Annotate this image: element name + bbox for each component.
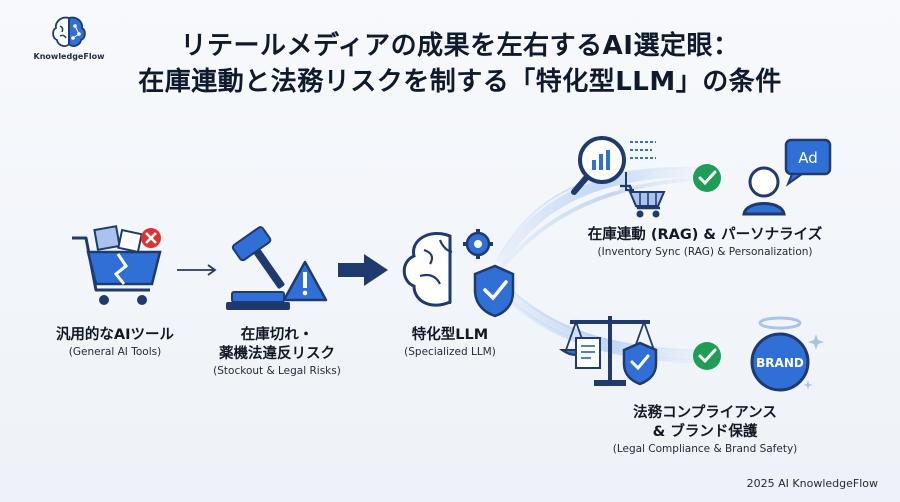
logo: KnowledgeFlow (14, 14, 124, 61)
brain-logo-icon (52, 16, 86, 47)
legal-label-2: & ブランド保護 (652, 424, 758, 440)
specialized-llm-sublabel: (Specialized LLM) (404, 346, 496, 358)
risk-label-2: 薬機法違反リスク (219, 346, 335, 362)
bold-arrow-icon (338, 254, 388, 286)
node-general-ai: 汎用的なAIツール (General AI Tools) (35, 326, 195, 359)
footer-copyright: 2025 AI KnowledgeFlow (746, 477, 878, 490)
node-legal-compliance: 法務コンプライアンス & ブランド保護 (Legal Compliance & … (570, 404, 840, 456)
brand-badge-text: BRAND (756, 356, 804, 370)
page-title: リテールメディアの成果を左右するAI選定眼： 在庫連動と法務リスクを制する「特化… (120, 28, 800, 100)
inventory-sublabel: (Inventory Sync (RAG) & Personalization) (597, 246, 813, 258)
broken-cart-icon (72, 225, 162, 305)
flow-streams (495, 166, 726, 364)
node-inventory-sync: 在庫連動 (RAG) & パーソナライズ (Inventory Sync (RA… (560, 226, 850, 259)
general-ai-sublabel: (General AI Tools) (68, 346, 162, 358)
legal-sublabel: (Legal Compliance & Brand Safety) (612, 443, 798, 455)
general-ai-label: 汎用的なAIツール (55, 327, 175, 343)
risk-sublabel: (Stockout & Legal Risks) (213, 365, 341, 377)
brand-halo-icon: BRAND (750, 316, 824, 392)
node-specialized-llm: 特化型LLM (Specialized LLM) (380, 326, 520, 359)
logo-text: KnowledgeFlow (33, 52, 105, 61)
person-ad-icon: Ad (742, 138, 832, 216)
node-risk: 在庫切れ・ 薬機法違反リスク (Stockout & Legal Risks) (192, 326, 362, 378)
error-x-icon (141, 228, 161, 248)
gavel-warning-icon (226, 226, 328, 310)
magnifier-chart-icon (571, 136, 656, 195)
risk-label-1: 在庫切れ・ (240, 327, 314, 343)
inventory-label: 在庫連動 (RAG) & パーソナライズ (587, 227, 823, 243)
check-circle-icon-2 (693, 342, 721, 370)
shopping-cart-icon (620, 184, 666, 218)
brain-shield-icon (402, 229, 515, 318)
title-line-1: リテールメディアの成果を左右するAI選定眼： (180, 31, 740, 61)
specialized-llm-label: 特化型LLM (411, 327, 489, 343)
arrow-right-icon (177, 264, 217, 276)
ad-badge-text: Ad (798, 149, 818, 167)
title-line-2: 在庫連動と法務リスクを制する「特化型LLM」の条件 (138, 67, 782, 97)
check-circle-icon (693, 164, 721, 192)
legal-label-1: 法務コンプライアンス (633, 405, 777, 421)
scale-document-icon (558, 316, 658, 386)
